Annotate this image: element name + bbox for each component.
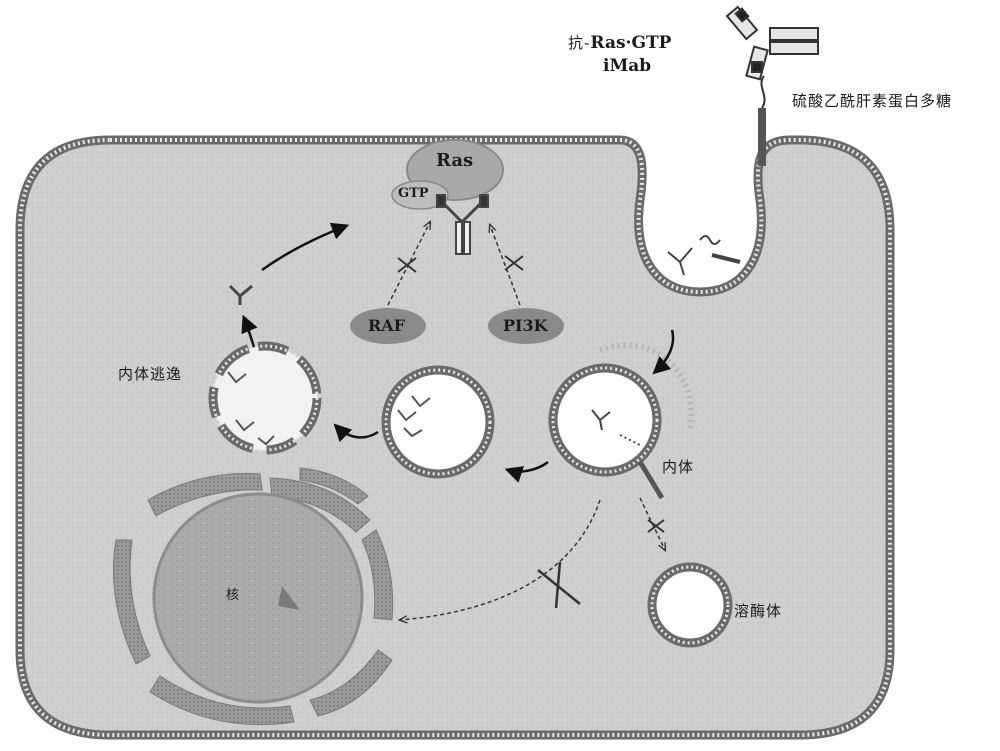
antibody-name: iMab <box>603 56 652 76</box>
endosome-escape-label: 内体逃逸 <box>118 365 183 383</box>
endosome-label: 内体 <box>662 458 695 476</box>
blocked-lysosome-arrow <box>639 497 665 550</box>
lysosome-label: 溶酶体 <box>734 602 783 620</box>
internalizing-antibody <box>667 235 741 276</box>
raf-label: RAF <box>368 316 406 335</box>
extracellular-antibody <box>725 5 819 81</box>
gtp-molecule <box>391 180 449 210</box>
nucleus <box>152 492 364 704</box>
gtp-label: GTP <box>398 186 429 201</box>
blocked-nucleus-arrow <box>400 499 601 620</box>
escaped-antibody <box>228 284 253 305</box>
nucleus-label: 核 <box>226 588 241 603</box>
arrow-to-ras <box>261 222 350 272</box>
endoplasmic-reticulum <box>113 467 394 726</box>
pi3k-label: PI3K <box>503 316 548 335</box>
antibody-title: 抗-Ras·GTP <box>568 32 671 53</box>
hspg-label: 硫酸乙酰肝素蛋白多糖 <box>792 92 953 110</box>
bound-antibody <box>436 194 489 255</box>
title-prefix: 抗- <box>568 34 591 52</box>
lysosome <box>647 562 733 648</box>
title-target: Ras·GTP <box>590 33 672 53</box>
pi3k-oval <box>488 308 564 344</box>
ras-label: Ras <box>436 150 474 171</box>
hspg-receptor <box>758 75 766 166</box>
blocked-signal-arrows <box>387 222 524 306</box>
raf-oval <box>350 308 426 344</box>
